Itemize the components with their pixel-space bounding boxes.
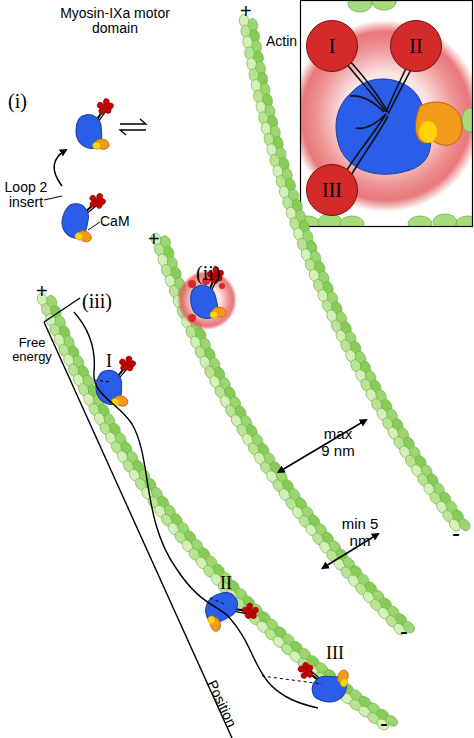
site-label: III	[322, 179, 342, 202]
figure-label: +	[240, 0, 252, 22]
figure-label: I	[106, 352, 112, 372]
site-circle: II	[390, 20, 442, 72]
figure-label: (ii)	[196, 262, 220, 284]
myosin	[72, 93, 121, 153]
site-label: II	[409, 35, 422, 58]
figure-label: Free energy	[4, 336, 60, 365]
figure-label: Actin	[266, 34, 297, 49]
figure-label: min 5 nm	[340, 516, 380, 549]
figure-label: II	[220, 574, 232, 594]
figure-label: III	[326, 644, 344, 664]
figure-label: max 9 nm	[318, 426, 358, 459]
figure-label: -	[452, 520, 460, 546]
inset	[301, 1, 472, 226]
site-label: I	[329, 35, 336, 58]
actin-filaments	[36, 14, 473, 732]
myosin	[203, 587, 261, 632]
figure-label: +	[36, 280, 48, 302]
figure-label: (iii)	[82, 290, 112, 312]
myosin	[91, 348, 143, 410]
site-circle: III	[306, 164, 358, 216]
figure-label: (i)	[8, 90, 27, 112]
equilibrium-arrows	[120, 119, 146, 135]
figure-label: Loop 2 insert	[2, 180, 50, 211]
figure-label: -	[380, 710, 388, 736]
figure-label: Myosin-IXa motor domain	[56, 6, 174, 37]
figure-label: -	[400, 618, 408, 644]
site-circle: I	[306, 20, 358, 72]
figure-label: +	[148, 228, 160, 250]
figure-label: Position	[204, 678, 239, 730]
free-energy-plot	[44, 298, 322, 738]
figure-label: CaM	[100, 214, 130, 229]
